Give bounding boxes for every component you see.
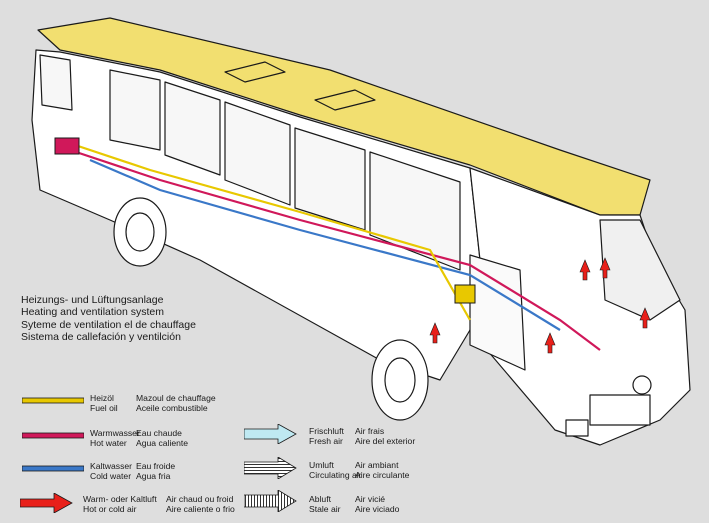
cold-water-pipe bbox=[89, 158, 561, 331]
front-grille bbox=[589, 394, 651, 426]
legend-hot-water: Warmwasser Hot water bbox=[90, 428, 140, 449]
heater-unit bbox=[54, 137, 80, 155]
rear-window bbox=[39, 54, 73, 111]
legend-warm-cold-air-fr-es: Air chaud ou froid Aire caliente o frio bbox=[166, 494, 235, 515]
diagram-title-block: Heizungs- und Lüftungsanlage Heating and… bbox=[21, 294, 196, 344]
warm-air-arrow bbox=[599, 257, 611, 279]
legend-cold-water-fr-es: Eau froide Agua fria bbox=[136, 461, 176, 482]
fuel-oil-line-symbol bbox=[22, 397, 84, 404]
roof-hatch bbox=[224, 61, 286, 83]
windshield bbox=[599, 219, 681, 321]
fuel-tank bbox=[454, 284, 476, 304]
title-spanish: Sistema de callefación y ventilción bbox=[21, 331, 181, 344]
side-window bbox=[109, 69, 161, 151]
legend-circulating-air: Umluft Circulating air bbox=[309, 460, 362, 481]
legend-fresh-air: Frischluft Fresh air bbox=[309, 426, 344, 447]
stale-air-arrow-symbol bbox=[244, 490, 297, 512]
title-german: Heizungs- und Lüftungsanlage bbox=[21, 294, 164, 306]
cold-water-line-symbol bbox=[22, 465, 84, 472]
legend-stale-air-fr-es: Air vicié Aire viciado bbox=[355, 494, 400, 515]
headlight bbox=[565, 419, 589, 437]
title-english: Heating and ventilation system bbox=[21, 306, 164, 319]
circulating-air-arrow-symbol bbox=[244, 457, 297, 479]
front-emblem bbox=[632, 375, 652, 395]
title-french: Syteme de ventilation el de chauffage bbox=[21, 318, 196, 331]
legend-fresh-air-fr-es: Air frais Aire del exterior bbox=[355, 426, 416, 447]
warm-air-arrow bbox=[429, 322, 441, 344]
side-window bbox=[369, 151, 461, 271]
warm-air-arrow bbox=[579, 259, 591, 281]
legend-fuel-oil: Heizöl Fuel oil bbox=[90, 393, 118, 414]
fresh-air-arrow-symbol bbox=[244, 424, 297, 444]
side-window bbox=[164, 81, 221, 176]
roof-hatch bbox=[314, 89, 376, 111]
warm-air-arrow bbox=[544, 332, 556, 354]
front-door bbox=[469, 254, 526, 371]
legend-cold-water: Kaltwasser Cold water bbox=[90, 461, 133, 482]
warm-air-arrow bbox=[639, 307, 651, 329]
legend-circulating-air-fr-es: Air ambiant Aire circulante bbox=[355, 460, 410, 481]
hot-water-pipe bbox=[69, 148, 601, 351]
side-window bbox=[224, 101, 291, 206]
warm-cold-air-arrow-symbol bbox=[20, 493, 73, 513]
fuel-oil-pipe bbox=[59, 138, 471, 321]
legend-hot-water-fr-es: Eau chaude Agua caliente bbox=[136, 428, 189, 449]
legend-fuel-oil-fr-es: Mazoul de chauffage Aceile combustible bbox=[136, 393, 216, 414]
legend-warm-cold-air: Warm- oder Kaltluft Hot or cold air bbox=[83, 494, 157, 515]
hot-water-line-symbol bbox=[22, 432, 84, 439]
legend-stale-air: Abluft Stale air bbox=[309, 494, 341, 515]
